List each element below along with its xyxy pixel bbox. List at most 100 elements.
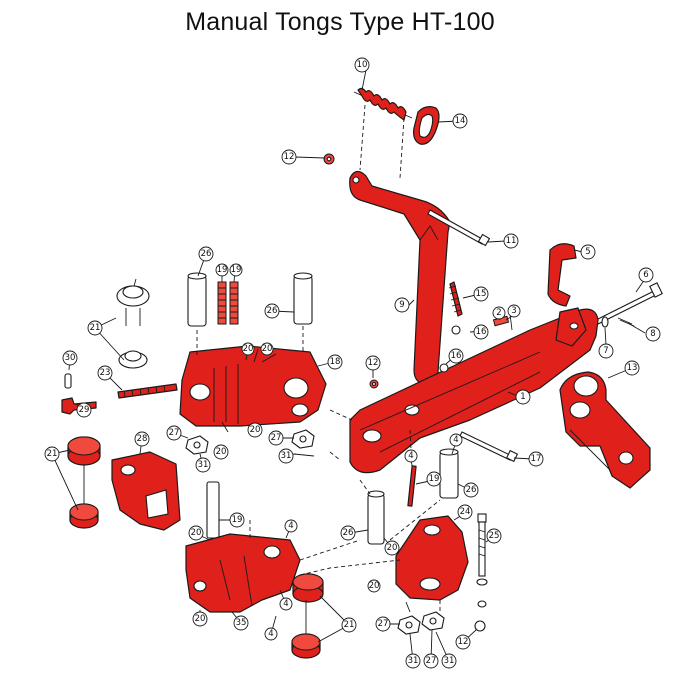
callout-10: 10 xyxy=(354,57,370,73)
callout-23: 23 xyxy=(97,365,113,381)
callout-2: 2 xyxy=(492,306,506,320)
svg-text:11: 11 xyxy=(506,236,517,246)
svg-text:15: 15 xyxy=(476,289,487,299)
callout-30: 30 xyxy=(62,350,78,366)
svg-text:19: 19 xyxy=(231,265,242,275)
svg-text:27: 27 xyxy=(426,656,437,666)
part-pin-26-a xyxy=(187,272,207,327)
callout-12-a: 12 xyxy=(281,149,297,165)
svg-text:7: 7 xyxy=(603,346,608,356)
part-jaw-13 xyxy=(559,371,651,489)
callout-11: 11 xyxy=(503,233,519,249)
svg-text:27: 27 xyxy=(169,428,180,438)
callout-12-c: 12 xyxy=(455,634,471,650)
callout-19-c: 19 xyxy=(426,471,442,487)
svg-text:5: 5 xyxy=(585,247,590,257)
callout-26-a: 26 xyxy=(198,246,214,262)
callout-31-b: 31 xyxy=(278,448,294,464)
svg-text:13: 13 xyxy=(627,363,638,373)
svg-text:8: 8 xyxy=(650,329,655,339)
part-body-24 xyxy=(395,515,469,601)
part-pin-26-c xyxy=(439,448,459,499)
svg-text:31: 31 xyxy=(444,656,455,666)
callout-4-a: 4 xyxy=(449,433,463,447)
callout-25: 25 xyxy=(486,528,502,544)
callout-19-a: 19 xyxy=(215,263,229,277)
callout-20-a: 20 xyxy=(241,342,255,356)
svg-text:20: 20 xyxy=(369,581,380,591)
part-nut-16 xyxy=(439,325,461,373)
callout-31-d: 31 xyxy=(441,653,457,669)
callout-27-d: 27 xyxy=(423,653,439,669)
svg-text:27: 27 xyxy=(271,433,282,443)
svg-text:25: 25 xyxy=(489,531,500,541)
callout-28: 28 xyxy=(134,431,150,447)
svg-text:19: 19 xyxy=(429,474,440,484)
callout-35: 35 xyxy=(233,615,249,631)
svg-text:26: 26 xyxy=(466,485,477,495)
callout-16-b: 16 xyxy=(448,348,464,364)
svg-text:6: 6 xyxy=(643,270,648,280)
svg-text:20: 20 xyxy=(262,344,273,354)
svg-text:1: 1 xyxy=(520,392,525,402)
callout-7: 7 xyxy=(598,343,614,359)
svg-text:20: 20 xyxy=(243,344,254,354)
part-pin-30 xyxy=(64,373,72,389)
callout-29: 29 xyxy=(76,402,92,418)
callout-20-f: 20 xyxy=(188,525,204,541)
part-cap-21-top xyxy=(116,285,150,369)
part-pin-17 xyxy=(459,431,519,463)
callout-12-b: 12 xyxy=(365,355,381,371)
svg-text:29: 29 xyxy=(79,405,90,415)
svg-text:20: 20 xyxy=(387,543,398,553)
callout-16-a: 16 xyxy=(473,324,489,340)
svg-text:28: 28 xyxy=(137,434,148,444)
callout-19-b: 19 xyxy=(229,263,243,277)
svg-text:10: 10 xyxy=(357,60,368,70)
part-main-arm-1 xyxy=(349,307,599,474)
svg-text:3: 3 xyxy=(511,306,516,316)
svg-text:20: 20 xyxy=(191,528,202,538)
callout-31-c: 31 xyxy=(405,653,421,669)
callout-20-e: 20 xyxy=(384,540,400,556)
callout-27-a: 27 xyxy=(166,425,182,441)
svg-text:20: 20 xyxy=(250,425,261,435)
part-body-18 xyxy=(179,345,327,427)
part-bolt-25 xyxy=(476,513,488,608)
svg-text:35: 35 xyxy=(236,618,247,628)
callout-4-d: 4 xyxy=(279,597,293,611)
callout-26-d: 26 xyxy=(340,525,356,541)
callout-21-c: 21 xyxy=(341,617,357,633)
callout-20-c: 20 xyxy=(247,422,263,438)
svg-text:30: 30 xyxy=(65,353,76,363)
svg-text:4: 4 xyxy=(268,629,273,639)
callout-19-d: 19 xyxy=(229,512,245,528)
callout-8: 8 xyxy=(645,326,661,342)
svg-text:18: 18 xyxy=(330,357,341,367)
callout-17: 17 xyxy=(528,451,544,467)
svg-text:21: 21 xyxy=(344,620,355,630)
diagram-title: Manual Tongs Type HT-100 xyxy=(185,8,495,36)
part-washer-7 xyxy=(601,316,609,328)
svg-text:16: 16 xyxy=(451,351,462,361)
callout-20-h: 20 xyxy=(367,579,381,593)
svg-text:26: 26 xyxy=(343,528,354,538)
callout-21-a: 21 xyxy=(87,320,103,336)
part-nut-27-mid xyxy=(291,429,315,449)
svg-text:12: 12 xyxy=(368,358,379,368)
callout-9: 9 xyxy=(394,297,410,313)
svg-text:12: 12 xyxy=(284,152,295,162)
part-lever-9 xyxy=(349,170,451,385)
part-screw-31-a xyxy=(293,453,315,457)
part-screw-3 xyxy=(509,313,513,331)
callout-21-b: 21 xyxy=(44,446,60,462)
callout-20-d: 20 xyxy=(213,444,229,460)
part-spring-10 xyxy=(353,87,413,121)
svg-text:9: 9 xyxy=(399,300,404,310)
svg-text:26: 26 xyxy=(267,306,278,316)
svg-text:26: 26 xyxy=(201,249,212,259)
part-pin-26-b xyxy=(293,272,313,325)
svg-text:16: 16 xyxy=(476,327,487,337)
callout-5: 5 xyxy=(580,244,596,260)
part-roller-21-mid xyxy=(292,573,324,603)
